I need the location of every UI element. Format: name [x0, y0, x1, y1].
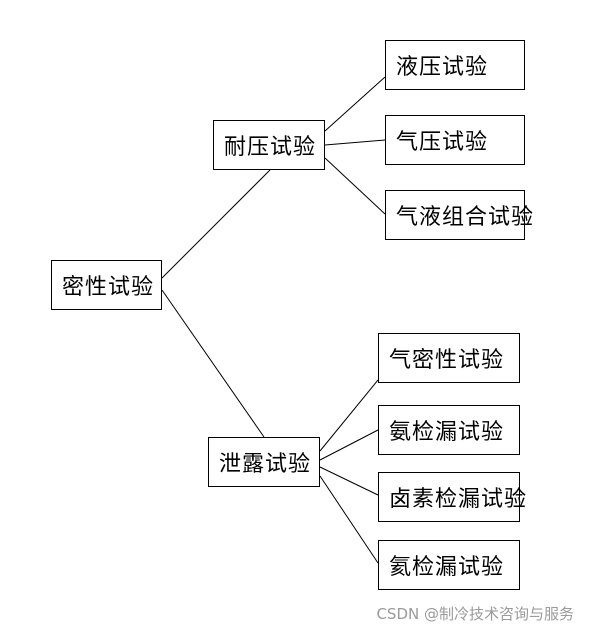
leaf-node-label: 卤素检漏试验: [389, 487, 528, 512]
leaf-node-halogen-leak-test: 卤素检漏试验: [378, 472, 526, 522]
connector-branch-0-child-0: [324, 76, 386, 132]
connector-branch-1-child-0: [319, 379, 379, 452]
leaf-node-air-tightness-test: 气密性试验: [378, 333, 520, 383]
leaf-node-label: 气液组合试验: [396, 205, 535, 230]
connector-root-branch-0: [161, 169, 271, 279]
leaf-node-hydraulic-test: 液压试验: [385, 40, 525, 90]
connector-branch-1-child-1: [319, 429, 379, 461]
leaf-node-label: 氦检漏试验: [389, 555, 505, 580]
watermark: CSDN @制冷技术咨询与服务: [376, 605, 574, 623]
connector-root-branch-1: [161, 289, 265, 438]
connector-branch-0-child-1: [324, 139, 386, 146]
leaf-node-combined-test: 气液组合试验: [385, 190, 533, 240]
root-node-label: 密性试验: [62, 275, 155, 300]
leaf-node-helium-leak-test: 氦检漏试验: [378, 540, 520, 590]
leaf-node-pneumatic-test: 气压试验: [385, 115, 525, 165]
leaf-node-label: 液压试验: [396, 55, 489, 80]
connector-branch-1-child-2: [319, 466, 379, 496]
root-node: 密性试验: [51, 260, 162, 310]
branch-node-label: 耐压试验: [224, 135, 317, 160]
connector-branch-0-child-2: [324, 157, 386, 215]
leaf-node-label: 氨检漏试验: [389, 420, 505, 445]
branch-node-label: 泄露试验: [219, 452, 312, 477]
leaf-node-label: 气压试验: [396, 130, 489, 155]
branch-node-pressure-test: 耐压试验: [213, 120, 325, 170]
leaf-node-ammonia-leak-test: 氨检漏试验: [378, 405, 520, 455]
leaf-node-label: 气密性试验: [389, 348, 505, 373]
branch-node-leak-test: 泄露试验: [208, 437, 320, 487]
connector-branch-1-child-3: [319, 475, 379, 564]
